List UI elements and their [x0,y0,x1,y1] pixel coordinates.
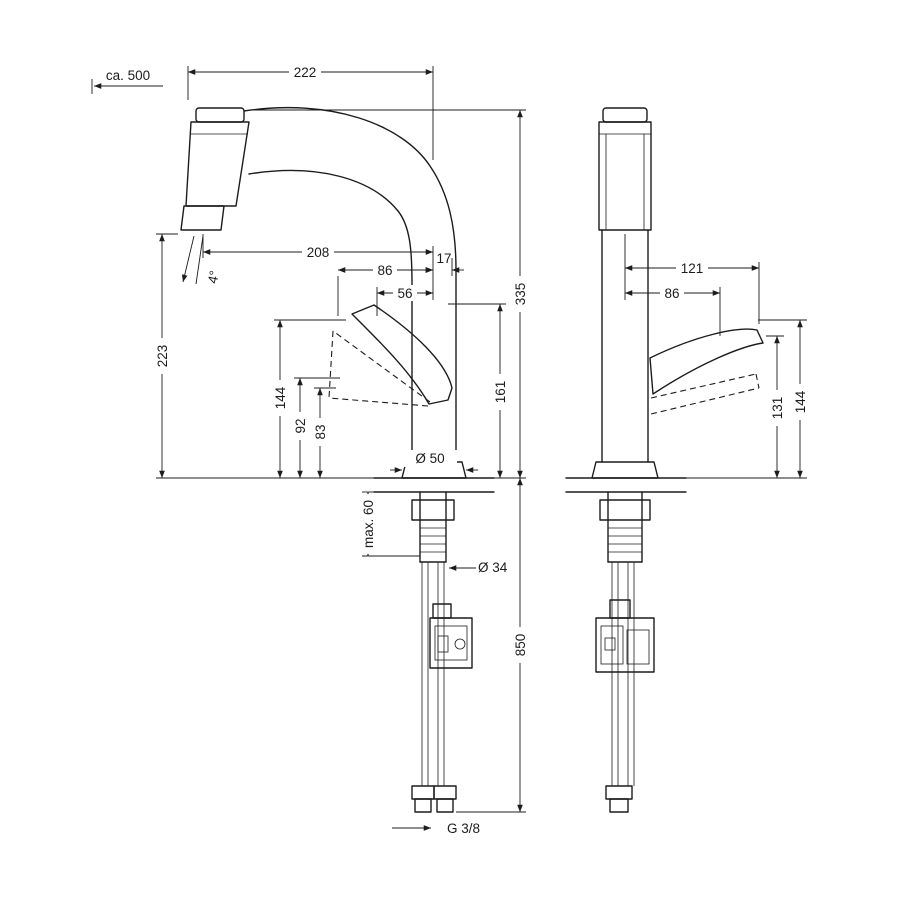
hose-fitting [433,785,457,800]
dim-131: 131 [686,335,807,479]
dim-121: 121 [624,234,760,324]
dim-label-121: 121 [681,261,704,276]
dim-pullout-length: ca. 500 [91,68,163,94]
dim-label-dia34: Ø 34 [478,560,508,575]
dim-clamp-range: max. 60 [360,491,420,557]
dim-label-161: 161 [493,381,508,404]
left-view-faucet [180,106,495,813]
dim-161: 161 [448,303,508,478]
dim-label-17: 17 [436,251,451,266]
dim-label-850: 850 [513,634,528,657]
dim-223: 223 [154,233,374,479]
spray-head-cap [602,107,648,123]
dim-dia-shank: Ø 34 [449,560,508,575]
dim-label-dia50: Ø 50 [415,451,444,466]
dim-label-86-right: 86 [664,286,679,301]
dim-label-144-left: 144 [273,386,288,409]
spout-outer-edge [243,106,457,463]
left-view-dimensions: ca. 500 222 208 86 [91,64,528,836]
base-flange [591,461,659,479]
dim-label-144-right: 144 [793,390,808,413]
handle-lever [649,328,764,395]
dim-label-86: 86 [377,263,392,278]
hose-fitting [411,785,435,800]
dim-thread: G 3/8 [392,821,480,836]
hose-fitting [605,785,633,800]
dim-label-g38: G 3/8 [447,821,480,836]
dim-222: 222 [187,64,434,160]
dim-56: 56 [376,285,433,316]
dim-144-right: 144 [758,319,808,478]
mounting-nut [599,499,651,521]
spray-head-body [185,121,250,207]
spray-head-cap [195,107,245,123]
dim-label-223: 223 [155,345,170,368]
spray-head-sleeve [598,121,652,231]
dim-86-right: 86 [625,285,721,336]
dim-86: 86 [337,262,433,316]
dim-92: 92 [292,377,340,478]
dim-label-56: 56 [397,286,412,301]
dim-label-131: 131 [770,397,785,420]
handle-lever [351,304,453,405]
dim-dia-base: Ø 50 [390,450,478,473]
hose-weight-block [595,617,655,673]
dim-label-92: 92 [293,418,308,433]
dim-label-max60: max. 60 [361,500,376,548]
hose-weight-block [429,617,473,669]
right-view-dimensions: 121 86 131 144 [624,234,808,479]
handle-swing-range [650,373,757,399]
dim-335: 335 [250,109,528,479]
mounting-nut [411,499,455,521]
handle-swing-range [332,330,431,403]
spray-angle-line [181,235,195,283]
dim-17: 17 [421,251,464,276]
spout-inner-edge [248,169,413,463]
dim-208: 208 [202,234,434,300]
dim-83: 83 [312,387,336,478]
dim-label-208: 208 [307,245,330,260]
dim-label-ca500: ca. 500 [106,68,150,83]
dim-144-left: 144 [272,319,346,478]
dim-850: 850 [456,478,528,813]
dim-label-335: 335 [513,283,528,306]
dim-label-222: 222 [294,65,317,80]
spray-outlet [180,205,225,231]
dim-label-83: 83 [313,424,328,439]
dim-label-angle: 4° [205,269,222,285]
right-view-faucet [565,107,764,813]
